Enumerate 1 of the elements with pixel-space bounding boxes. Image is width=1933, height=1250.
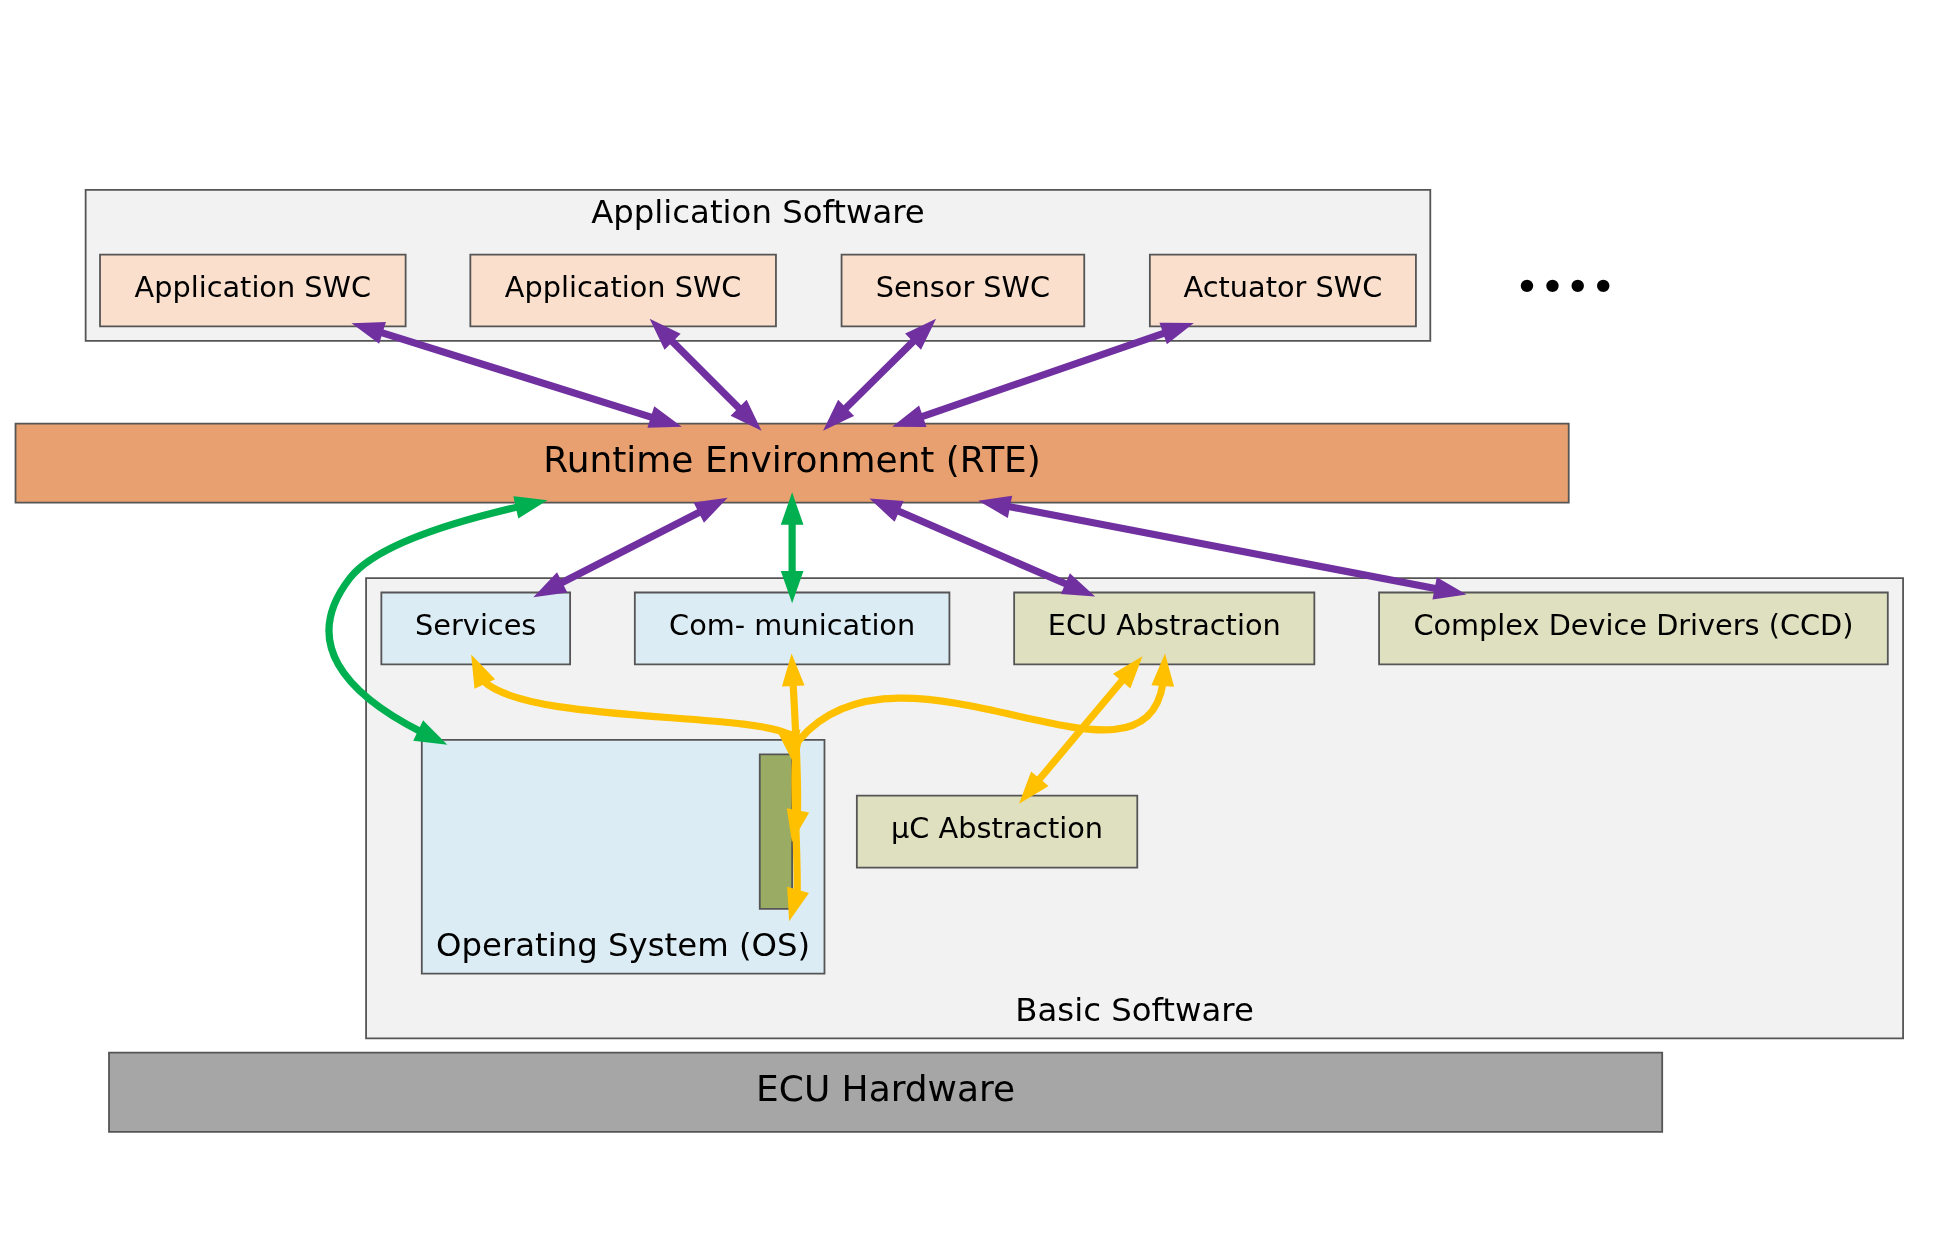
label: ••••	[1514, 261, 1616, 312]
